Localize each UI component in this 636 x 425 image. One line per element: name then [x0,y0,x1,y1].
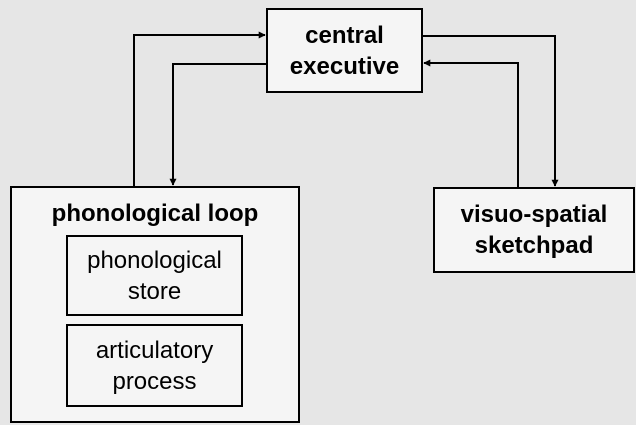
central-executive-label: central executive [289,21,400,80]
phonological-loop-title: phonological loop [51,200,259,227]
visuo-spatial-sketchpad-label: visuo-spatial sketchpad [460,201,608,259]
phonological-store-box: phonological store [66,235,243,316]
arrow-executive-to-sketchpad [423,35,559,187]
articulatory-process-box: articulatory process [66,324,243,407]
arrow-executive-to-loop [169,63,266,186]
arrow-sketchpad-to-executive [423,59,519,187]
arrow-loop-to-executive [133,31,266,186]
phonological-store-label: phonological store [87,246,222,305]
visuo-spatial-sketchpad-box: visuo-spatial sketchpad [433,187,635,273]
central-executive-box: central executive [266,8,423,93]
articulatory-process-label: articulatory process [95,336,214,395]
